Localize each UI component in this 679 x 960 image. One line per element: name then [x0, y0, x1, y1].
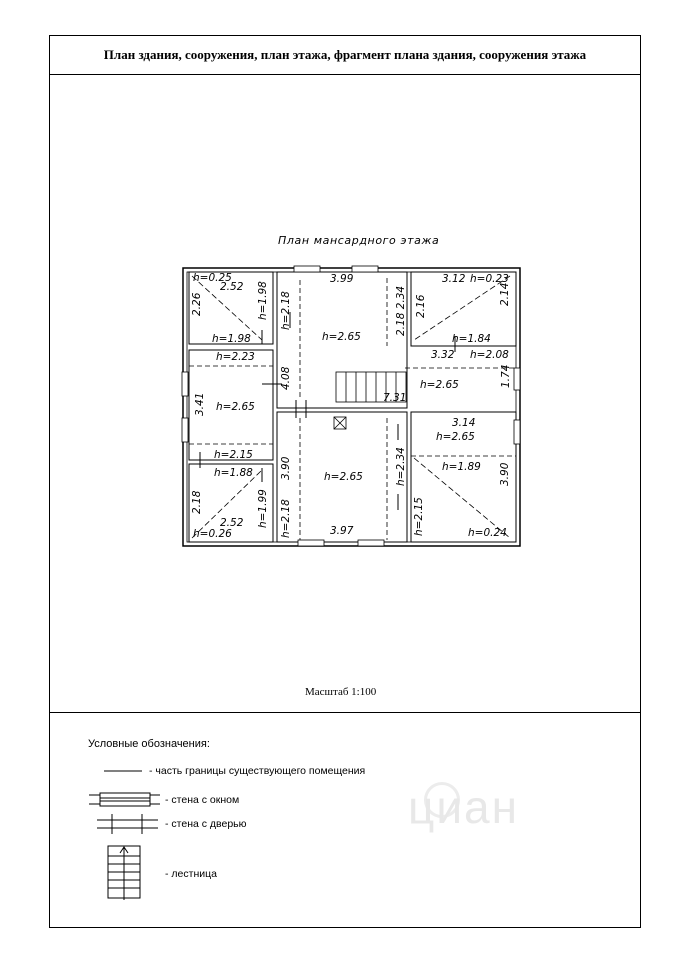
plan-label: 4.08	[280, 366, 292, 390]
plan-label: 3.41	[194, 393, 206, 416]
plan-label: h=2.15	[413, 497, 425, 536]
plan-label: h=2.65	[216, 401, 255, 413]
plan-label: h=2.15	[214, 449, 253, 461]
plan-label: 1.74	[500, 365, 512, 388]
legend-boundary-label: - часть границы существующего помещения	[149, 765, 366, 777]
plan-label: 3.90	[280, 456, 292, 480]
plan-label: h=2.65	[420, 379, 459, 391]
plan-scale: Масштаб 1:100	[305, 686, 377, 698]
plan-label: h=2.34	[395, 447, 407, 486]
plan-label: 3.97	[330, 525, 354, 537]
plan-label: h=0.23	[470, 273, 509, 285]
plan-label: 3.32	[431, 349, 455, 361]
plan-label: h=2.18	[280, 291, 292, 330]
plan-label: 2.14	[499, 283, 511, 306]
plan-label: h=1.89	[442, 461, 481, 473]
legend-stairs-label: - лестница	[165, 868, 217, 880]
plan-label: h=0.24	[468, 527, 507, 539]
plan-label: h=2.18	[280, 499, 292, 538]
plan-label: 3.90	[499, 462, 511, 486]
plan-label: h=2.65	[324, 471, 363, 483]
watermark: циан	[408, 781, 520, 833]
plan-label: h=1.88	[214, 467, 253, 479]
drawing-frame: План здания, сооружения, план этажа, фра…	[49, 35, 641, 928]
plan-label: 3.14	[452, 417, 475, 429]
legend-title: Условные обозначения:	[88, 738, 210, 750]
plan-title: План мансардного этажа	[278, 234, 440, 247]
plan-label: h=0.26	[193, 528, 232, 540]
plan-label: 2.52	[220, 281, 244, 293]
plan-label: 2.18	[191, 490, 203, 514]
plan-label: 2.52	[220, 517, 244, 529]
legend-window-label: - стена с окном	[165, 794, 240, 806]
plan-label: 2.26	[191, 292, 203, 316]
plan-label: h=2.23	[216, 351, 255, 363]
legend-divider	[50, 712, 640, 713]
plan-label: h=2.65	[322, 331, 361, 343]
plan-label: 3.99	[330, 273, 354, 285]
plan-label: 2.18 2.34	[395, 286, 407, 336]
plan-label: h=2.08	[470, 349, 509, 361]
legend-door-label: - стена с дверью	[165, 818, 247, 830]
plan-label: h=1.84	[452, 333, 491, 345]
plan-label: h=1.98	[257, 281, 269, 320]
legend-stairs-symbol	[107, 845, 141, 900]
legend-window-symbol	[89, 792, 160, 807]
plan-label: 2.16	[415, 294, 427, 318]
plan-label: h=1.99	[257, 489, 269, 528]
plan-label: 7.31	[383, 392, 406, 404]
plan-label: h=2.65	[436, 431, 475, 443]
watermark-logo	[424, 782, 460, 818]
plan-label: h=1.98	[212, 333, 251, 345]
legend-door-symbol	[97, 814, 158, 834]
sheet-title: План здания, сооружения, план этажа, фра…	[50, 36, 640, 75]
plan-label: h=0.25	[193, 272, 232, 284]
plan-label: 3.12	[442, 273, 466, 285]
